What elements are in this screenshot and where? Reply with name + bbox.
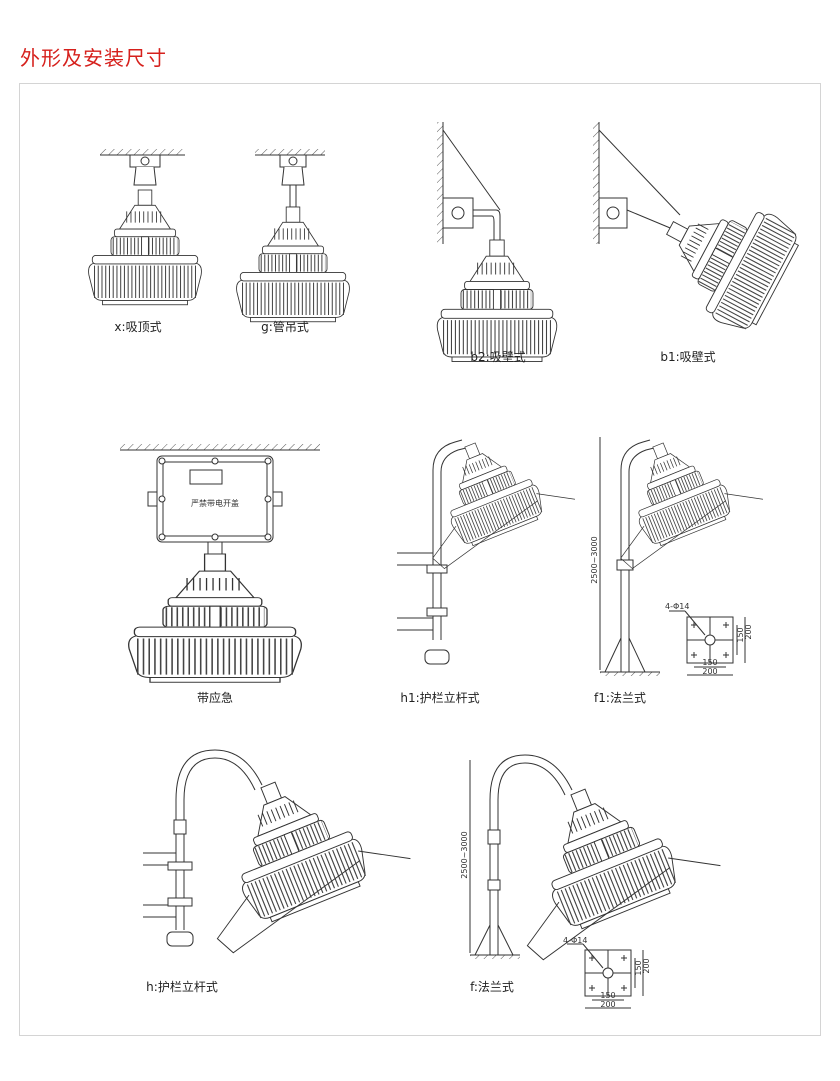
figure-label: b1:吸壁式 (660, 349, 715, 364)
figure-flange-f1: 2500~3000 4-Φ14 150 200 150 200 f1:法兰式 (587, 416, 769, 705)
figure-emergency: 严禁带电开盖 带应急 (120, 444, 320, 705)
figure-label: g:管吊式 (261, 319, 309, 334)
figure-label: f:法兰式 (470, 980, 514, 994)
figure-label: h1:护栏立杆式 (400, 690, 479, 705)
figure-label: x:吸顶式 (114, 320, 161, 334)
outer-dimension-v: 200 (642, 958, 651, 973)
figure-guardrail-pole-h1: h1:护栏立杆式 (397, 416, 581, 705)
inner-dimension: 150 (702, 658, 717, 667)
outer-dimension-v: 200 (744, 624, 753, 639)
figure-wall-mount-b1: b1:吸壁式 (593, 122, 805, 364)
inner-dimension: 150 (600, 991, 615, 1000)
hole-spec: 4-Φ14 (563, 936, 587, 945)
figure-pipe-pendant: g:管吊式 (237, 149, 350, 334)
inner-dimension-v: 150 (634, 960, 643, 975)
figure-flange-f: 2500~3000 4-Φ14 150 200 150 200 f:法兰式 (460, 753, 728, 1009)
figure-guardrail-pole-h: h:护栏立杆式 (143, 746, 418, 994)
figure-wall-mount-b2: b2:吸壁式 (437, 122, 557, 364)
figure-ceiling-mount: x:吸顶式 (89, 149, 202, 334)
inner-dimension-v: 150 (736, 627, 745, 642)
warning-text: 严禁带电开盖 (191, 498, 239, 508)
figure-label: b2:吸壁式 (470, 349, 525, 364)
outer-dimension: 200 (702, 667, 717, 676)
figure-label: 带应急 (197, 690, 233, 705)
drawing-frame (19, 83, 821, 1036)
figure-label: f1:法兰式 (594, 691, 646, 705)
height-dimension: 2500~3000 (590, 536, 599, 583)
section-title: 外形及安装尺寸 (20, 46, 167, 70)
height-dimension: 2500~3000 (460, 831, 469, 878)
hole-spec: 4-Φ14 (665, 602, 689, 611)
outer-dimension: 200 (600, 1000, 615, 1009)
figure-label: h:护栏立杆式 (146, 979, 218, 994)
